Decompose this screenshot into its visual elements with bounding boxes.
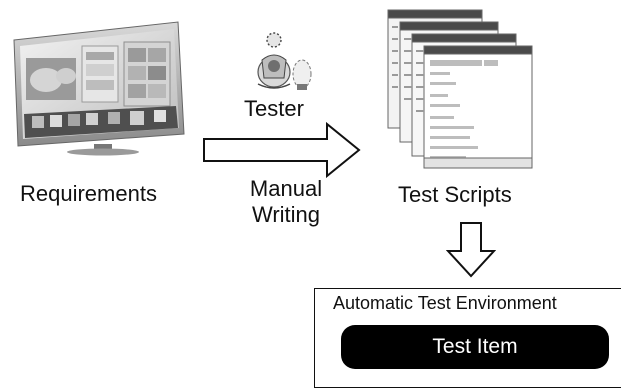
test-script-documents-icon: [378, 4, 538, 174]
environment-title: Automatic Test Environment: [333, 293, 557, 313]
down-arrow: [446, 222, 496, 278]
manual-writing-label: Manual Writing: [249, 176, 323, 227]
requirements-label: Requirements: [20, 181, 157, 206]
test-item-button[interactable]: Test Item: [341, 325, 609, 369]
right-arrow: [203, 122, 361, 178]
tester-person-icon: [244, 26, 322, 100]
tester-label: Tester: [244, 96, 304, 121]
test-environment-box: Automatic Test Environment Test Item: [314, 288, 621, 388]
tv-screen-icon: [8, 18, 190, 156]
test-scripts-label: Test Scripts: [398, 182, 512, 207]
test-item-label: Test Item: [432, 335, 518, 358]
